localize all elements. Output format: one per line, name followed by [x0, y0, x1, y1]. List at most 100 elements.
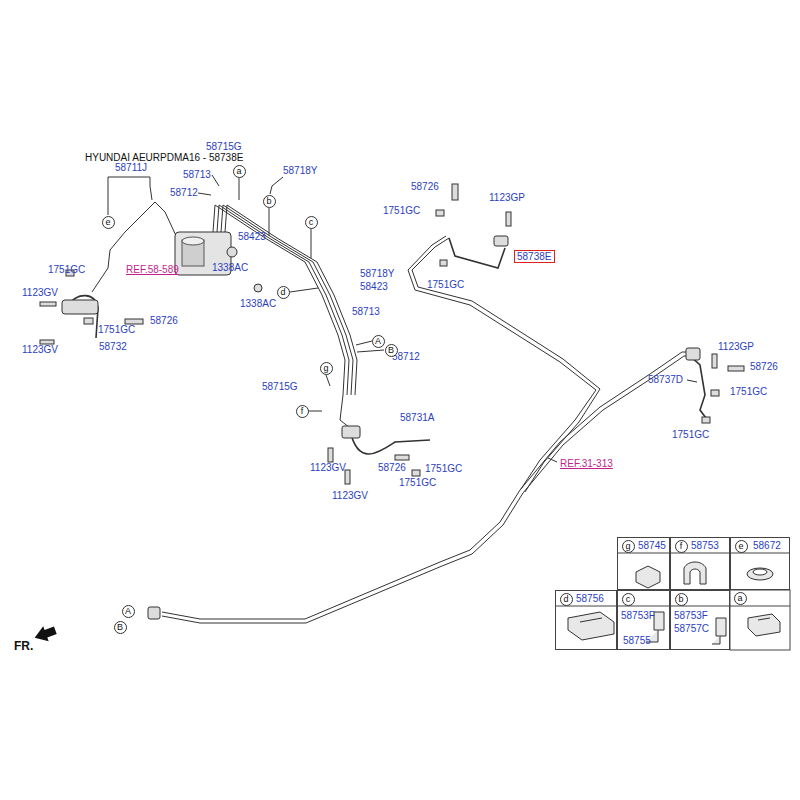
drawing-part — [636, 566, 660, 588]
part-number: 1123GV — [310, 462, 346, 474]
part-number: 1751GC — [98, 324, 135, 336]
drawing-part — [702, 417, 710, 423]
drawing-part — [150, 186, 152, 200]
drawing-part — [62, 300, 98, 314]
parts-table-cell: 58753F58757Cb — [670, 590, 730, 650]
part-number: 1751GC — [399, 477, 436, 489]
drawing-part — [217, 205, 349, 395]
drawing-part — [342, 426, 360, 438]
part-number: 1123GV — [332, 490, 368, 502]
callout-circle: g — [622, 540, 635, 553]
part-number: 58715G — [206, 141, 242, 153]
part-number: 58726 — [378, 462, 406, 474]
callout-circle: e — [102, 216, 115, 229]
part-icons — [568, 562, 780, 644]
callout-letter: b — [264, 196, 275, 207]
part-number: 1338AC — [212, 262, 248, 274]
brake-hoses — [68, 238, 706, 454]
part-number: 58753 — [691, 540, 719, 552]
callout-circle: c — [305, 216, 318, 229]
callout-letter: a — [735, 593, 746, 604]
parts-table-cell: 58753 f — [670, 537, 730, 590]
callout-letter: d — [278, 287, 289, 298]
drawing-part — [125, 319, 143, 324]
drawing-part — [712, 354, 717, 368]
callout-circle: d — [560, 593, 573, 606]
parts-table-cell: 58672 e — [730, 537, 790, 590]
drawing-part — [357, 350, 384, 352]
part-number: 58738E — [517, 251, 552, 262]
part-number: 58732 — [99, 341, 127, 353]
drawing-part — [730, 590, 790, 650]
drawing-part — [108, 183, 109, 215]
drawing-part — [690, 356, 706, 418]
callout-circle: c — [622, 593, 635, 606]
drawing-part — [84, 318, 93, 324]
part-number: 58672 — [753, 540, 781, 552]
diagram-title: HYUNDAI AEURPDMA16 - 58738E — [85, 152, 243, 164]
drawing-part — [716, 618, 726, 636]
drawing-part — [92, 202, 178, 292]
drawing-part — [654, 612, 664, 630]
part-number: 58711J — [115, 162, 147, 174]
callout-letter: d — [561, 594, 572, 605]
drawing-part — [182, 237, 204, 245]
callout-letter: e — [736, 541, 747, 552]
drawing-part — [356, 341, 372, 345]
part-number: 58755 — [623, 635, 651, 647]
callout-letter: c — [306, 217, 317, 228]
drawing-part — [687, 380, 697, 382]
callout-letter: f — [676, 541, 687, 552]
drawing-part — [340, 395, 350, 428]
drawing-part — [290, 288, 318, 292]
drawing-part — [395, 455, 409, 460]
part-number: 1338AC — [240, 298, 276, 310]
part-number: 58757C — [674, 623, 709, 635]
callout-letter: e — [103, 217, 114, 228]
part-number: 58713 — [352, 306, 380, 318]
drawing-part — [555, 606, 790, 607]
brake-pipes — [92, 175, 697, 623]
drawing-part — [162, 356, 696, 623]
parts-table-cell: 58756d — [555, 590, 617, 650]
drawing-part — [40, 340, 54, 344]
part-number: 58731A — [400, 412, 434, 424]
parts-table-grid — [555, 553, 790, 650]
drawing-part — [684, 562, 706, 584]
drawing-part — [148, 607, 160, 619]
drawing-part — [225, 205, 357, 395]
direction-label: FR. — [14, 640, 33, 652]
part-number: 58753F — [621, 610, 655, 622]
drawing-part — [212, 175, 219, 186]
drawing-part — [227, 247, 237, 257]
callout-letter: g — [321, 363, 332, 374]
part-number: 58726 — [411, 181, 439, 193]
drawing-part — [506, 212, 511, 226]
drawing-part — [494, 236, 508, 246]
callout-circle: B — [385, 344, 398, 357]
drawing-part — [108, 177, 150, 186]
part-number: 58715G — [262, 381, 298, 393]
callout-letter: a — [234, 166, 245, 177]
drawing-part — [728, 366, 744, 371]
drawing-part — [198, 193, 211, 195]
front-arrow — [32, 623, 58, 646]
part-number: 1751GC — [383, 205, 420, 217]
part-number: 1751GC — [730, 386, 767, 398]
drawing-part — [326, 375, 330, 386]
part-number: 58726 — [750, 361, 778, 373]
drawing-part — [452, 184, 458, 200]
parts-table-cell: 58753F 58755 c — [617, 590, 670, 650]
drawing-part — [270, 177, 283, 194]
drawing-part — [239, 178, 240, 200]
highlighted-part-box: 58738E — [514, 250, 555, 263]
drawing-part — [221, 205, 353, 395]
callout-letter: b — [676, 594, 687, 605]
parts-table-cell: 58745g — [617, 537, 670, 590]
callout-circle: f — [675, 540, 688, 553]
callout-letter: B — [115, 622, 126, 633]
drawing-part — [712, 636, 720, 644]
callout-letter: A — [373, 336, 384, 347]
drawing-part — [440, 260, 447, 266]
